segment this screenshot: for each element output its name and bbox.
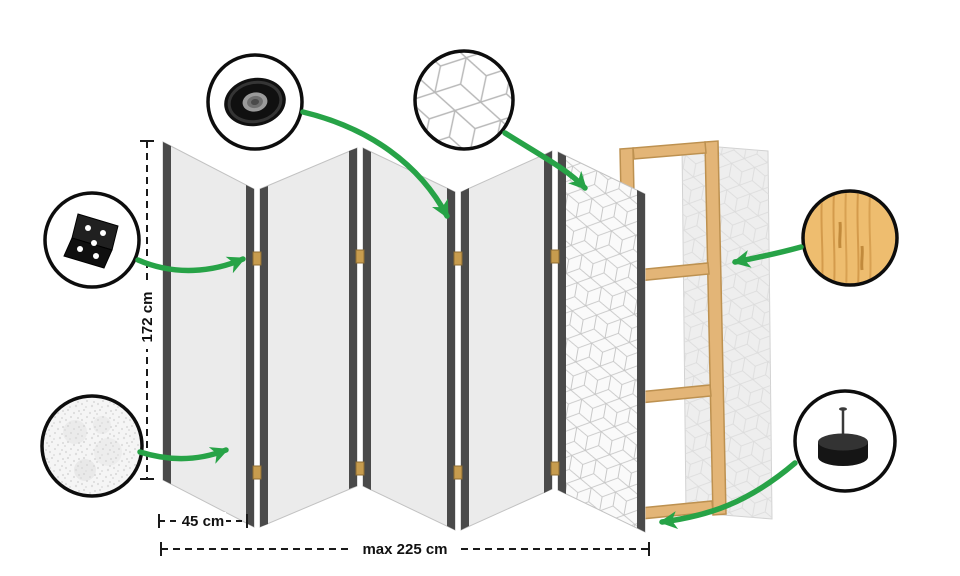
panel-hinges <box>252 249 560 480</box>
pine-wood-icon <box>820 193 872 283</box>
arrow-tape-to-fold <box>300 109 450 219</box>
dim-height-label: 172 cm <box>139 292 156 343</box>
arrow-fleece-to-panel <box>137 447 229 464</box>
printed-canvas-sheet <box>681 143 773 520</box>
callout-fleece <box>40 394 144 498</box>
fleece-texture-icon <box>44 398 140 494</box>
metal-hinge-icon <box>63 213 119 269</box>
folding-screen <box>162 141 646 533</box>
anti-slip-foot-icon <box>818 407 868 466</box>
screen-panel-2 <box>259 147 358 528</box>
screen-panel-1 <box>162 141 255 528</box>
screen-panel-3 <box>362 147 456 531</box>
callout-pattern <box>413 49 515 151</box>
arrow-foot-to-base <box>659 460 798 529</box>
hinge-piece <box>252 465 262 480</box>
screen-panel-4 <box>460 150 553 531</box>
callout-wood <box>801 189 899 287</box>
print-pattern-icon <box>415 51 513 149</box>
dim-panel-width-label: 45 cm <box>182 513 225 530</box>
frame-rung-top <box>632 141 707 160</box>
arrow-wood-to-frame <box>732 244 804 268</box>
hinge-piece <box>252 251 262 266</box>
callout-tape <box>206 53 304 151</box>
callout-foot <box>793 389 897 493</box>
hinge-piece <box>453 465 463 480</box>
hinge-piece <box>355 461 365 476</box>
dimension-total-width: max 225 cm <box>160 540 650 558</box>
arrow-pattern-to-panel <box>502 130 588 191</box>
callout-hinge <box>43 191 141 289</box>
callout-arrows <box>135 109 804 529</box>
dim-total-width-label: max 225 cm <box>362 541 447 558</box>
dimension-height: 172 cm <box>138 140 156 480</box>
hinge-piece <box>453 251 463 266</box>
hinge-piece <box>355 249 365 264</box>
screen-panel-5-printed <box>557 151 646 533</box>
adhesive-tape-icon <box>224 77 286 127</box>
hinge-piece <box>550 461 560 476</box>
hinge-piece <box>550 249 560 264</box>
arrow-hinge-to-fold <box>135 256 246 274</box>
dimension-panel-width: 45 cm <box>158 512 248 530</box>
